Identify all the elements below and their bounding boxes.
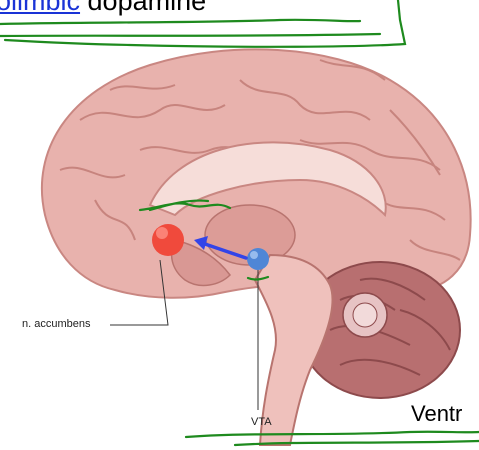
label-nucleus-accumbens: n. accumbens [22, 318, 90, 330]
bottom-underline-2 [235, 441, 479, 445]
vta-underline [248, 277, 268, 280]
caption-text: dopamine [80, 0, 206, 16]
caption-underline [0, 20, 360, 24]
caption: olimbic dopamine [0, 0, 206, 17]
caption-underline-2 [0, 34, 380, 36]
caption-link[interactable]: olimbic [0, 0, 80, 16]
bottom-underline [186, 432, 479, 437]
callosum-trace [140, 201, 230, 210]
label-ventral: Ventr [411, 401, 462, 427]
label-vta: VTA [251, 416, 272, 428]
